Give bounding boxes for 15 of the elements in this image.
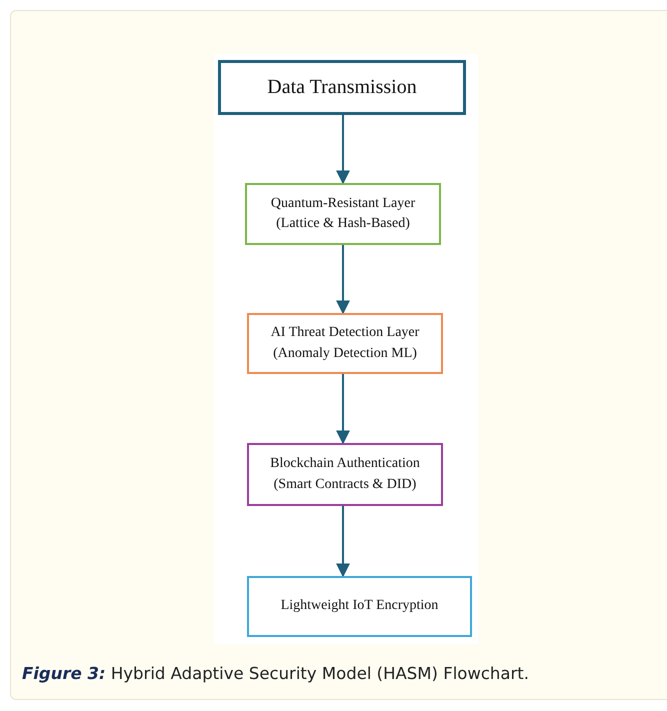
figure-caption: Figure 3: Hybrid Adaptive Security Model (HASM) Flowchart. <box>22 663 530 685</box>
box-label: Quantum-Resistant Layer (Lattice & Hash-Based) <box>270 194 416 233</box>
arrow <box>336 374 350 444</box>
process-box <box>218 60 466 115</box>
box-label: Data Transmission <box>267 75 417 100</box>
arrow <box>336 245 350 314</box>
process-box <box>247 443 443 506</box>
process-box <box>247 576 472 637</box>
arrow <box>336 506 350 578</box>
arrow <box>336 115 350 184</box>
process-box <box>247 313 443 374</box>
box-label: AI Threat Detection Layer (Anomaly Detection ML) <box>270 324 420 362</box>
box-label: Blockchain Authentication (Smart Contracts & DID) <box>269 455 421 494</box>
process-box <box>245 183 441 245</box>
box-label: Lightweight IoT Encryption <box>280 597 438 616</box>
